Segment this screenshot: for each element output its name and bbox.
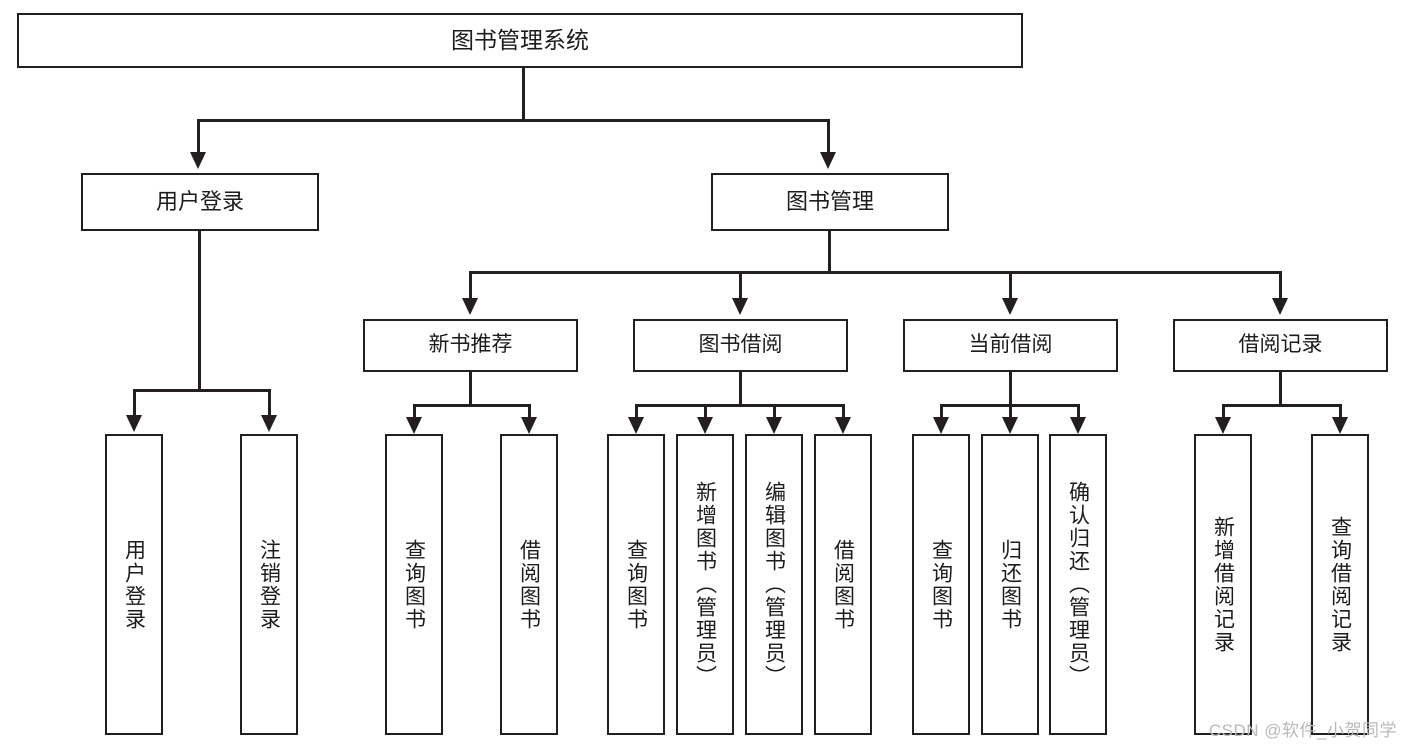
arrowhead-leaf-user-login — [126, 415, 142, 432]
node-label: 查询借阅记录 — [1328, 515, 1352, 654]
node-label: 图书管理系统 — [451, 26, 589, 53]
node-label: 编辑图书（管理员） — [762, 481, 786, 688]
arrowhead-leaf-logout — [261, 415, 277, 432]
arrowhead-nb-borrow — [521, 417, 537, 434]
node-label: 新书推荐 — [428, 333, 513, 357]
node-label: 当前借阅 — [968, 333, 1053, 357]
connector-drop-borrow-record — [1279, 271, 1282, 301]
connector-drop-br-query — [1339, 404, 1342, 420]
node-label: 借阅记录 — [1238, 333, 1323, 357]
arrowhead-bb-add — [697, 417, 713, 434]
arrowhead-bb-query — [628, 417, 644, 434]
arrowhead-borrow-record — [1272, 298, 1288, 315]
connector-drop-leaf-logout — [268, 389, 271, 418]
leaf-bb-edit-book[interactable]: 编辑图书（管理员） — [745, 434, 803, 735]
node-label: 查询图书 — [929, 538, 953, 631]
arrowhead-cb-confirm — [1070, 417, 1086, 434]
leaf-nb-borrow-book[interactable]: 借阅图书 — [500, 434, 558, 735]
node-label: 新增图书（管理员） — [693, 481, 717, 688]
arrowhead-book-borrow — [732, 298, 748, 315]
connector-drop-bb-add — [704, 404, 707, 420]
connector-drop-nb-borrow — [528, 404, 531, 420]
connector-drop-br-add — [1222, 404, 1225, 420]
arrowhead-cb-return — [1002, 417, 1018, 434]
connector-book-mgmt-stem — [828, 231, 831, 273]
connector-drop-user-login — [197, 119, 200, 155]
leaf-cb-return-book[interactable]: 归还图书 — [981, 434, 1039, 735]
connector-new-book-bus — [413, 404, 530, 407]
connector-drop-leaf-user-login — [133, 389, 136, 418]
connector-drop-book-borrow — [739, 271, 742, 301]
connector-user-login-stem — [198, 231, 201, 391]
leaf-cb-query-book[interactable]: 查询图书 — [912, 434, 970, 735]
node-book-management[interactable]: 图书管理 — [711, 173, 949, 231]
node-book-borrow[interactable]: 图书借阅 — [633, 319, 848, 372]
connector-drop-nb-query — [413, 404, 416, 420]
node-current-borrow[interactable]: 当前借阅 — [903, 319, 1118, 372]
node-label: 图书管理 — [785, 189, 874, 215]
node-label: 确认归还（管理员） — [1066, 481, 1090, 688]
leaf-cb-confirm-return[interactable]: 确认归还（管理员） — [1049, 434, 1107, 735]
leaf-bb-query-book[interactable]: 查询图书 — [607, 434, 665, 735]
connector-user-login-bus — [133, 389, 270, 392]
leaf-br-query-record[interactable]: 查询借阅记录 — [1311, 434, 1369, 735]
node-label: 新增借阅记录 — [1211, 515, 1235, 654]
arrowhead-book-mgmt — [820, 152, 836, 169]
node-label: 借阅图书 — [831, 538, 855, 631]
node-user-login[interactable]: 用户登录 — [81, 173, 319, 231]
connector-drop-bb-edit — [773, 404, 776, 420]
node-label: 借阅图书 — [517, 538, 541, 631]
connector-drop-bb-borrow — [842, 404, 845, 420]
connector-new-book-stem — [469, 372, 472, 406]
node-label: 图书借阅 — [698, 333, 783, 357]
arrowhead-current-borrow — [1002, 298, 1018, 315]
node-root-system[interactable]: 图书管理系统 — [17, 13, 1023, 68]
node-label: 查询图书 — [402, 538, 426, 631]
connector-root-stem — [522, 68, 525, 121]
arrowhead-bb-edit — [766, 417, 782, 434]
connector-drop-cb-query — [940, 404, 943, 420]
arrowhead-br-add — [1215, 417, 1231, 434]
arrowhead-br-query — [1332, 417, 1348, 434]
leaf-br-add-record[interactable]: 新增借阅记录 — [1194, 434, 1252, 735]
connector-drop-cb-confirm — [1077, 404, 1080, 420]
leaf-user-login[interactable]: 用户登录 — [105, 434, 163, 735]
leaf-bb-borrow-book[interactable]: 借阅图书 — [814, 434, 872, 735]
connector-book-borrow-bus — [635, 404, 843, 407]
arrowhead-bb-borrow — [835, 417, 851, 434]
node-label: 用户登录 — [122, 538, 146, 631]
connector-borrow-record-bus — [1222, 404, 1341, 407]
connector-drop-new-book — [469, 271, 472, 301]
node-borrow-record[interactable]: 借阅记录 — [1173, 319, 1388, 372]
arrowhead-cb-query — [933, 417, 949, 434]
arrowhead-user-login — [190, 152, 206, 169]
leaf-nb-query-book[interactable]: 查询图书 — [385, 434, 443, 735]
connector-book-borrow-stem — [739, 372, 742, 406]
arrowhead-new-book — [462, 298, 478, 315]
node-label: 查询图书 — [624, 538, 648, 631]
node-new-book-recommend[interactable]: 新书推荐 — [363, 319, 578, 372]
connector-drop-cb-return — [1009, 404, 1012, 420]
leaf-bb-add-book[interactable]: 新增图书（管理员） — [676, 434, 734, 735]
node-label: 归还图书 — [998, 538, 1022, 631]
node-label: 用户登录 — [155, 189, 244, 215]
connector-drop-bb-query — [635, 404, 638, 420]
connector-level2-bus — [469, 271, 1281, 274]
leaf-logout[interactable]: 注销登录 — [240, 434, 298, 735]
connector-drop-current-borrow — [1009, 271, 1012, 301]
connector-current-borrow-stem — [1009, 372, 1012, 406]
connector-level1-bus — [197, 119, 829, 122]
node-label: 注销登录 — [257, 538, 281, 631]
arrowhead-nb-query — [406, 417, 422, 434]
connector-drop-book-mgmt — [827, 119, 830, 155]
connector-borrow-record-stem — [1279, 372, 1282, 406]
csdn-watermark: CSDN @软件_小贺同学 — [1208, 721, 1397, 740]
